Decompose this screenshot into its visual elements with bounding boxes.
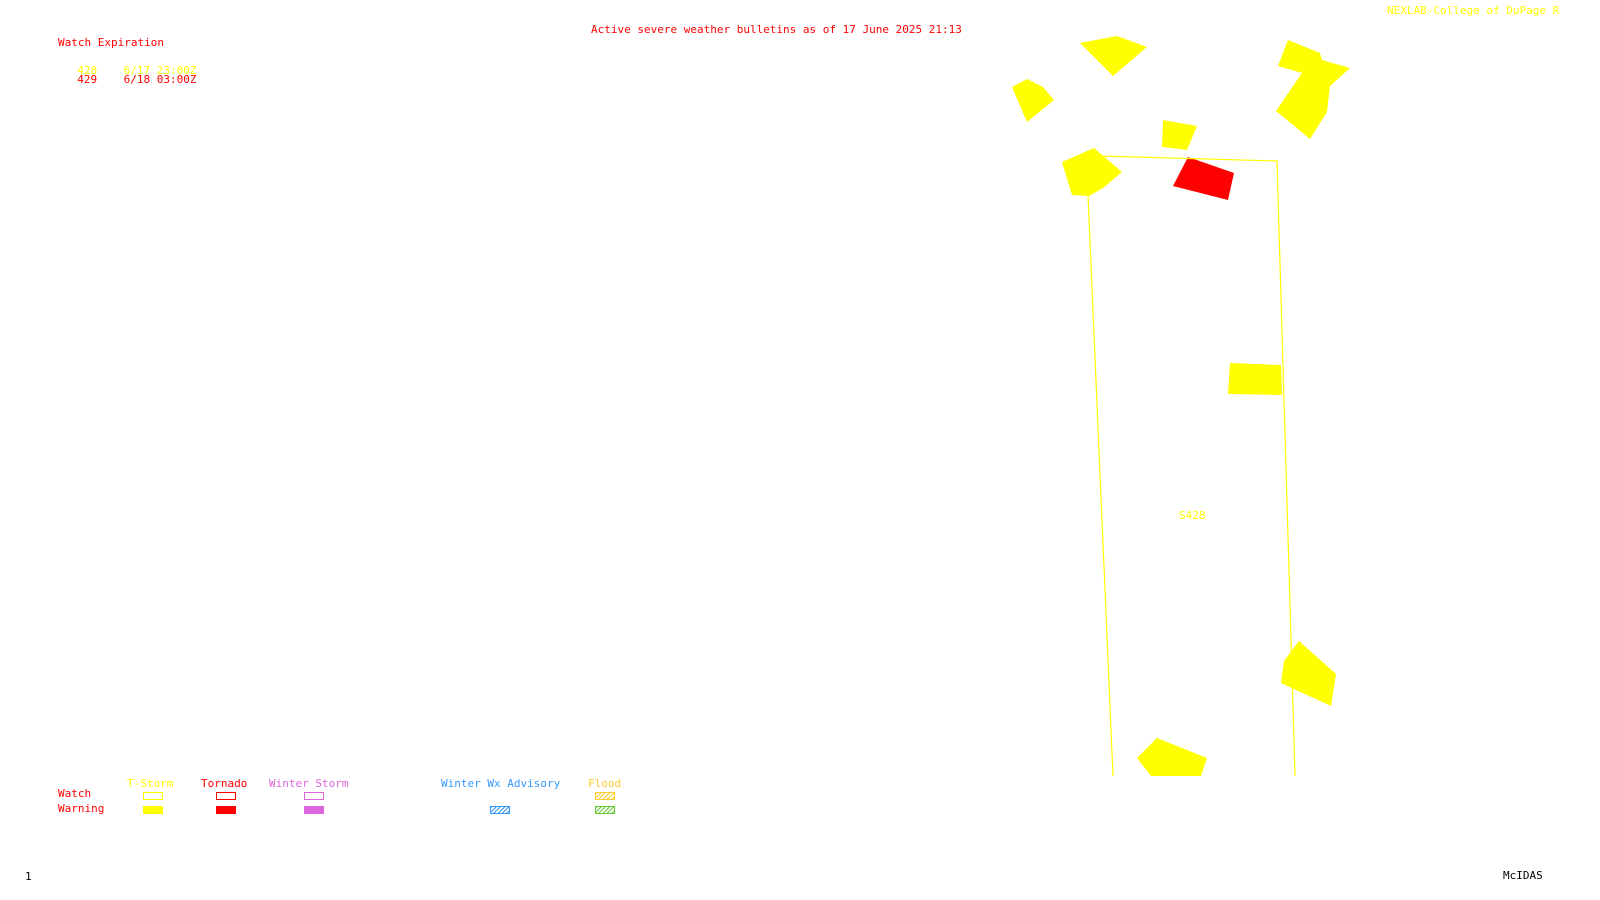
watch-428-outline — [1087, 155, 1296, 777]
bulletin-title: Active severe weather bulletins as of 17… — [591, 23, 962, 36]
watch-row-429: 429 6/18 03:00Z — [64, 62, 196, 86]
tstorm-warning-polygon — [1080, 36, 1147, 76]
flood-warning-swatch — [595, 806, 615, 814]
source-credit: NEXLAB-College of DuPage R — [1387, 4, 1560, 17]
winter-storm-watch-swatch — [304, 792, 324, 800]
winter-wx-advisory-swatch — [490, 806, 510, 814]
watch-id: 428 — [77, 64, 98, 77]
flood-watch-swatch — [595, 792, 615, 800]
legend-row-watch: Watch — [58, 787, 92, 800]
tstorm-warning-polygon — [1228, 363, 1282, 395]
tornado-watch-swatch — [216, 792, 236, 800]
legend-col-winter-wx-advisory: Winter Wx Advisory — [441, 777, 561, 790]
watch-label: S428 — [1179, 509, 1206, 522]
tstorm-warning-swatch — [143, 806, 163, 814]
legend-col-flood: Flood — [588, 777, 622, 790]
tornado-warning-polygon — [1173, 157, 1234, 200]
watch-id: 429 — [77, 73, 98, 86]
frame-number: 1 — [25, 870, 32, 883]
winter-storm-warning-swatch — [304, 806, 324, 814]
legend-col-tornado: Tornado — [201, 777, 248, 790]
legend-col-winter-storm: Winter Storm — [269, 777, 349, 790]
watch-expires: 6/18 03:00Z — [123, 73, 197, 86]
tstorm-warning-polygon — [1281, 641, 1336, 706]
tstorm-warning-polygon — [1062, 148, 1122, 196]
watch-expires: 6/17 23:00Z — [123, 64, 197, 77]
tstorm-warning-polygon — [1012, 79, 1054, 122]
watch-row-428: 428 6/17 23:00Z — [64, 53, 196, 77]
legend-row-warning: Warning — [58, 802, 105, 815]
legend-col-tstorm: T-Storm — [127, 777, 174, 790]
watch-expiration-heading: Watch Expiration — [58, 36, 164, 49]
tornado-warning-swatch — [216, 806, 236, 814]
tstorm-watch-swatch — [143, 792, 163, 800]
software-label: McIDAS — [1503, 869, 1543, 882]
tstorm-warning-polygon — [1276, 40, 1350, 139]
tstorm-warning-polygon — [1137, 738, 1207, 776]
tstorm-warning-polygon — [1162, 120, 1197, 150]
